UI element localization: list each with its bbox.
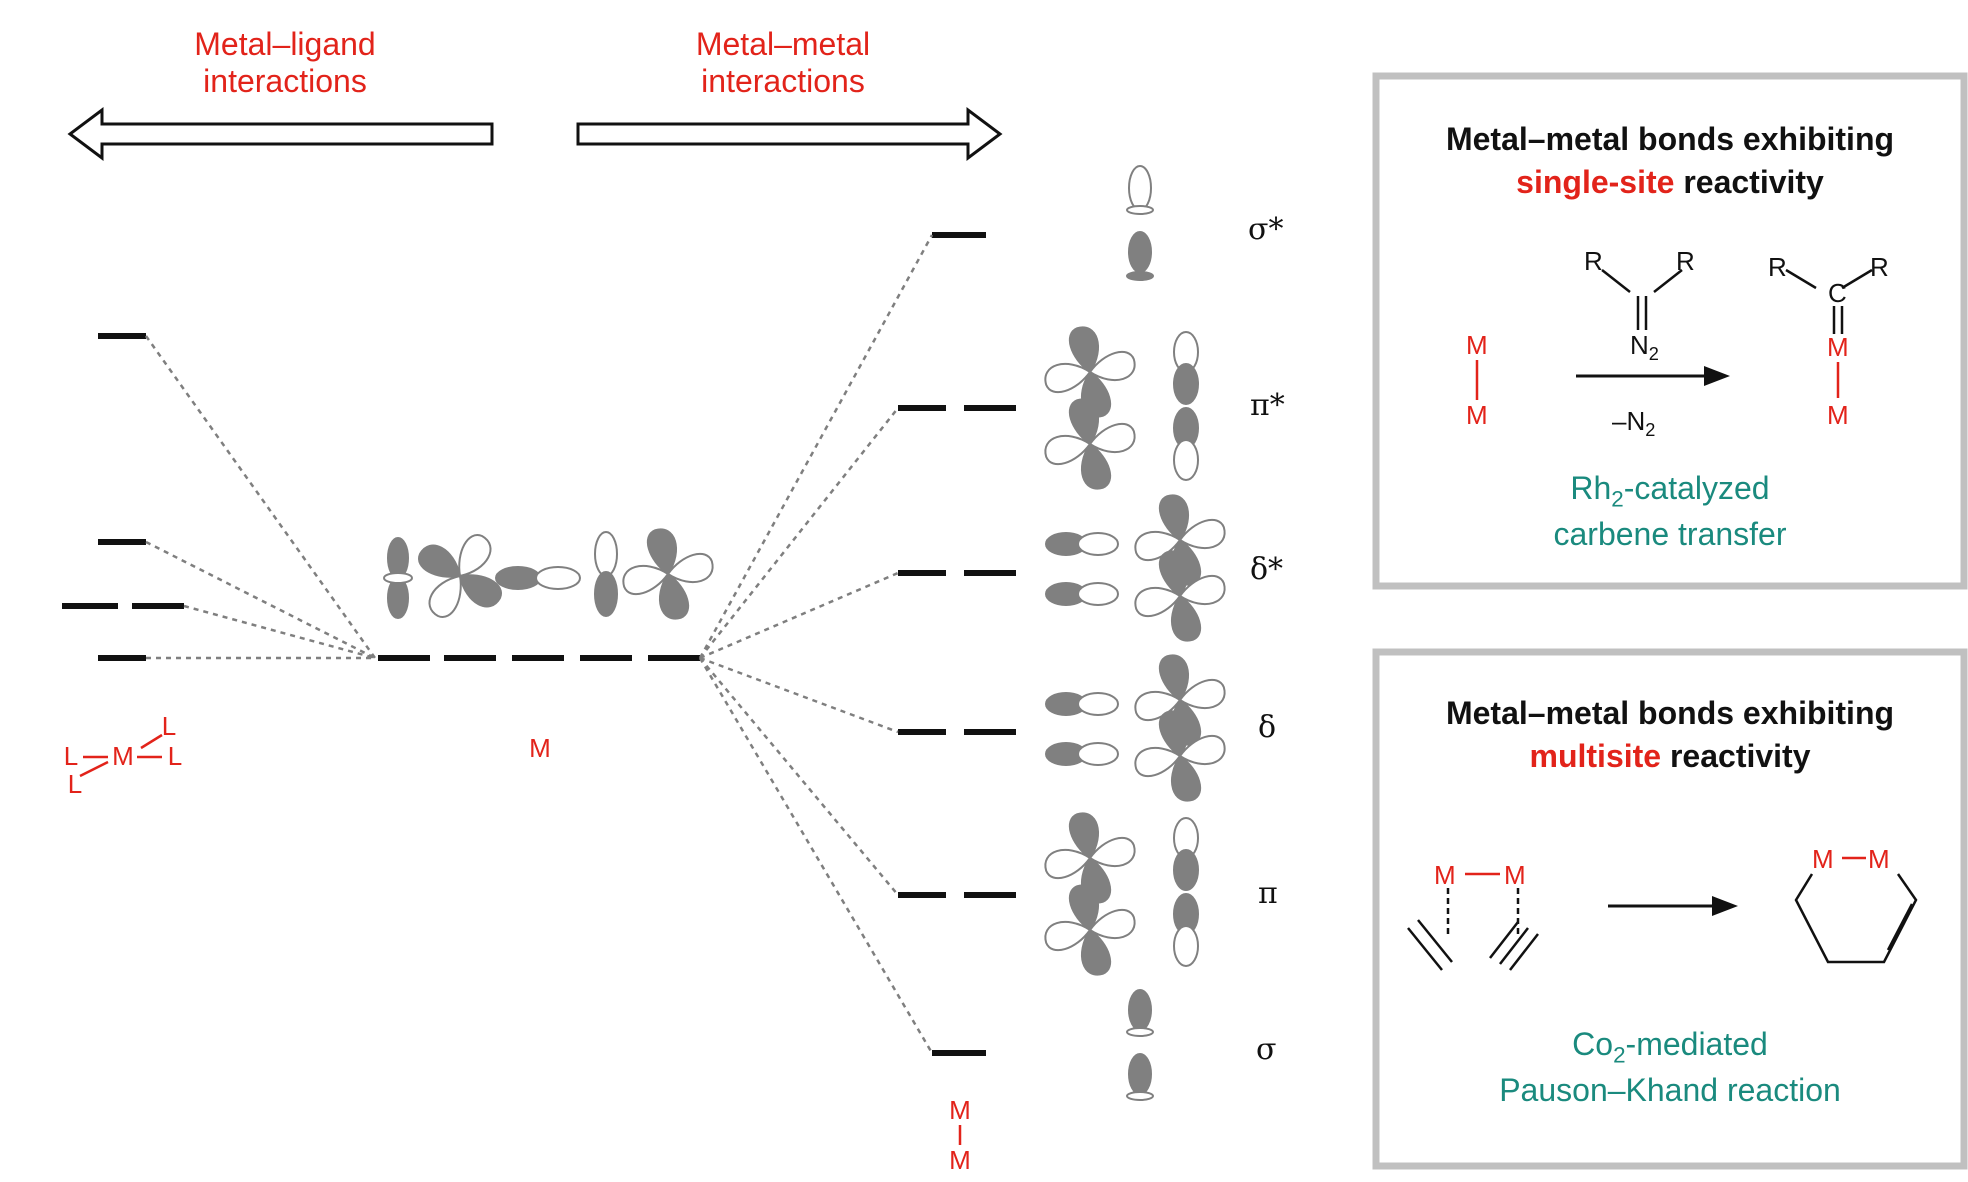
- dimer-M-top: M: [949, 1095, 971, 1125]
- box2-start-M-right: M: [1504, 860, 1526, 890]
- box1-heading: Metal–metal bonds exhibiting single-site…: [1380, 118, 1960, 204]
- box1-caption: Rh2-catalyzed carbene transfer: [1380, 468, 1960, 555]
- box1-title-line1: Metal–metal bonds exhibiting: [1445, 121, 1895, 157]
- box1-n: N: [1630, 330, 1649, 360]
- box1-caption-line1: Rh2-catalyzed: [1380, 468, 1960, 514]
- box2-caption-line1: Co2-mediated: [1380, 1024, 1960, 1070]
- d-orbital-set: [383, 522, 720, 626]
- energy-levels: [62, 232, 1016, 1056]
- box2-title-line1: Metal–metal bonds exhibiting: [1445, 695, 1895, 731]
- metal-metal-label: Metal–metal interactions: [638, 26, 928, 100]
- ligand-L-right: L: [167, 741, 183, 771]
- ligand-complex-bonds: [79, 733, 163, 778]
- box1-condition-sub: 2: [1645, 420, 1656, 441]
- box-single-site: [1372, 72, 1968, 590]
- ligand-L-top: L: [161, 711, 177, 741]
- sigma-orbital: [1126, 989, 1154, 1101]
- box1-reagent-R-left: R: [1584, 246, 1603, 276]
- ligand-L-bottom: L: [67, 769, 83, 799]
- box1-start-M-top: M: [1466, 330, 1488, 360]
- metal-ligand-line2: interactions: [203, 62, 367, 99]
- box1-caption-post: -catalyzed: [1623, 470, 1770, 506]
- ligand-M: M: [112, 741, 134, 771]
- box2-caption-line2: Pauson–Khand reaction: [1499, 1071, 1841, 1108]
- box1-caption-line2: carbene transfer: [1553, 515, 1787, 552]
- box2-start-M-left: M: [1434, 860, 1456, 890]
- box1-product-R-right: R: [1870, 252, 1889, 282]
- box1-condition-minus: –N: [1612, 406, 1646, 436]
- box2-reaction-arrow: [1608, 896, 1738, 916]
- box2-alkene-alkyne: [1407, 919, 1539, 971]
- level-pi-star: π*: [1250, 388, 1285, 423]
- box1-n-sub: 2: [1648, 344, 1659, 365]
- dimer-M-bottom: M: [949, 1145, 971, 1175]
- pi-star-orbitals: [1038, 320, 1199, 496]
- metal-metal-line2: interactions: [701, 62, 865, 99]
- box1-product-R-left: R: [1768, 252, 1787, 282]
- box1-product-M-top: M: [1827, 332, 1849, 362]
- metal-metal-line1: Metal–metal: [695, 26, 871, 62]
- box2-title-line2: multisite reactivity: [1380, 735, 1960, 778]
- box1-reagent-R-right: R: [1676, 246, 1695, 276]
- box1-title-line2: single-site reactivity: [1380, 161, 1960, 204]
- box1-caption-pre: Rh: [1570, 470, 1612, 506]
- metal-ligand-line1: Metal–ligand: [194, 26, 376, 62]
- box2-caption-sub: 2: [1613, 1042, 1626, 1068]
- box2-dashed-bonds: [1446, 888, 1520, 934]
- box2-caption-pre: Co: [1572, 1026, 1614, 1062]
- box2-title-red: multisite: [1529, 738, 1662, 775]
- correlation-lines: [144, 234, 934, 1054]
- box2-title-tail: reactivity: [1661, 738, 1811, 775]
- ligand-L-left: L: [63, 741, 79, 771]
- box2-product-M-left: M: [1812, 844, 1834, 874]
- level-delta: δ: [1258, 710, 1277, 745]
- box1-reagent-N2: N2: [1630, 330, 1659, 365]
- box1-title-red: single-site: [1516, 164, 1675, 201]
- box2-product-ring: [1794, 873, 1918, 964]
- box-multisite: [1372, 648, 1968, 1170]
- box2-heading: Metal–metal bonds exhibiting multisite r…: [1380, 692, 1960, 778]
- pi-orbitals: [1038, 806, 1199, 982]
- box1-structures: [1601, 268, 1873, 334]
- box1-condition: –N2: [1612, 406, 1655, 441]
- level-delta-star: δ*: [1250, 552, 1284, 587]
- box1-product-M-bottom: M: [1827, 400, 1849, 430]
- delta-orbitals: [1045, 648, 1232, 808]
- metal-ligand-label: Metal–ligand interactions: [140, 26, 430, 100]
- sigma-star-orbital: [1126, 165, 1154, 281]
- level-pi: π: [1258, 876, 1278, 911]
- box1-title-tail: reactivity: [1674, 164, 1824, 201]
- box1-caption-sub: 2: [1611, 486, 1624, 512]
- delta-star-orbitals: [1045, 488, 1232, 648]
- level-sigma-star: σ*: [1248, 212, 1284, 247]
- box1-product-C: C: [1828, 278, 1847, 308]
- metal-metal-arrow: [576, 107, 1003, 161]
- center-metal-label: M: [529, 733, 551, 763]
- box2-caption-post: -mediated: [1625, 1026, 1768, 1062]
- box2-caption: Co2-mediated Pauson–Khand reaction: [1380, 1024, 1960, 1111]
- level-sigma: σ: [1256, 1032, 1277, 1067]
- box1-reaction-arrow: [1576, 366, 1730, 386]
- box2-product-M-right: M: [1868, 844, 1890, 874]
- metal-ligand-arrow: [67, 107, 494, 161]
- box1-start-M-bottom: M: [1466, 400, 1488, 430]
